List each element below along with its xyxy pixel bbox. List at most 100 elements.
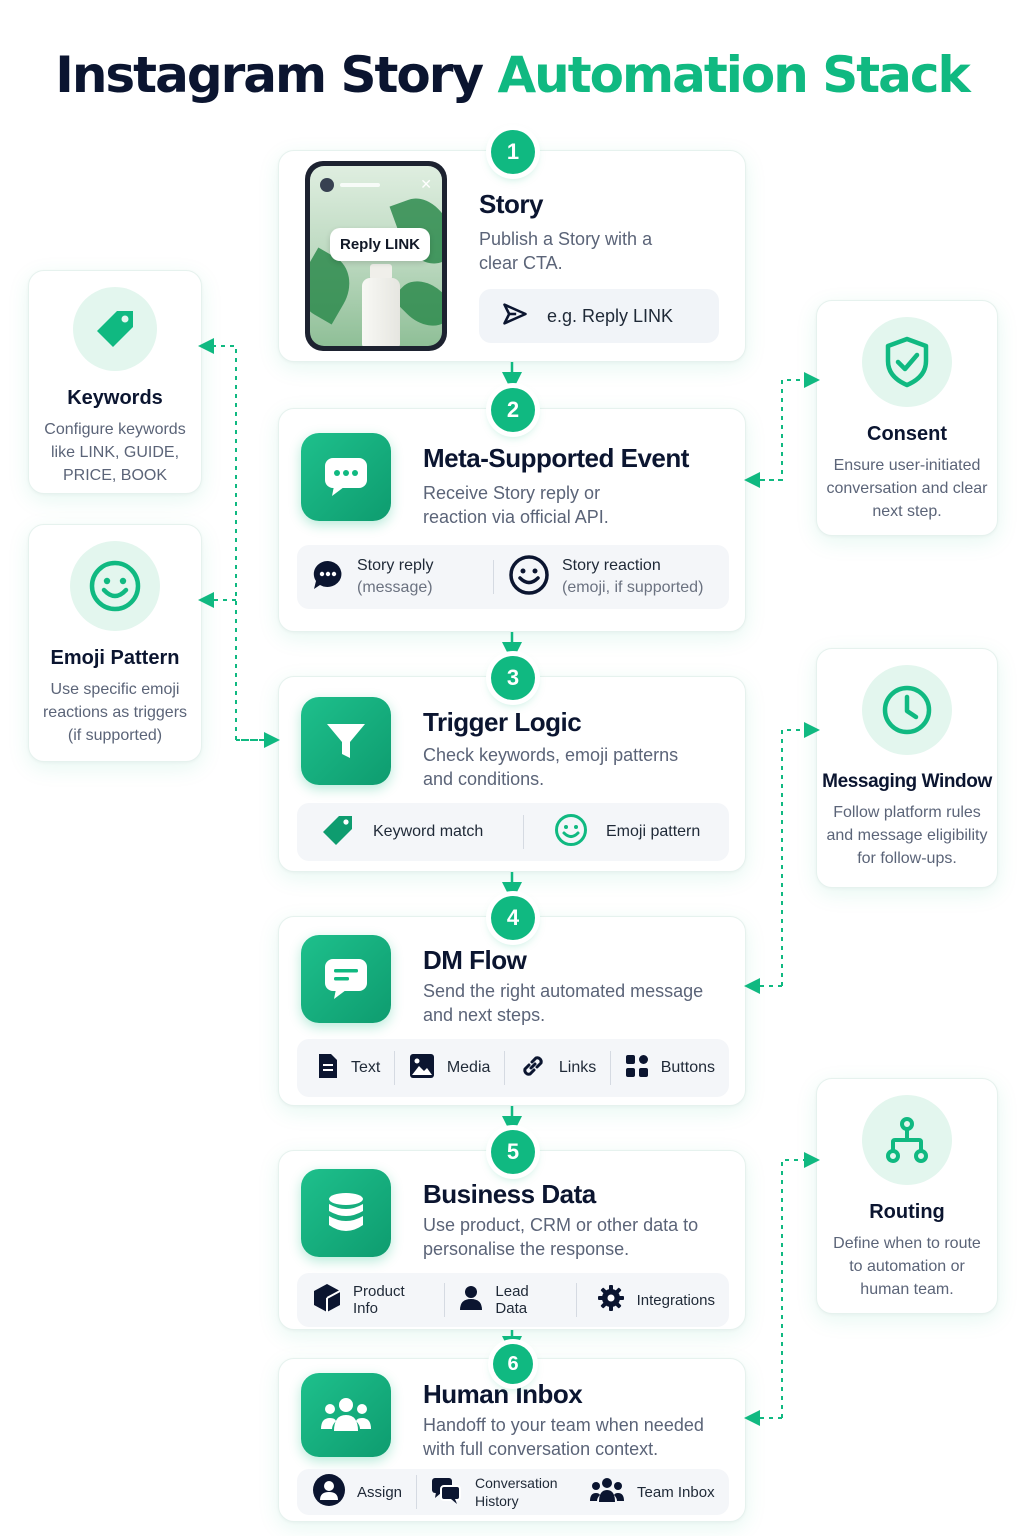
message-icon — [301, 935, 391, 1023]
chip-label: Conversation History — [475, 1475, 558, 1509]
team-icon — [589, 1477, 625, 1507]
side-desc: Use specific emoji reactions as triggers… — [42, 681, 188, 744]
side-desc: Define when to route to automation or hu… — [833, 1235, 981, 1298]
chat-icon — [301, 433, 391, 521]
side-card-keywords: Keywords Configure keywords like LINK, G… — [28, 270, 202, 494]
side-desc: Follow platform rules and message eligib… — [826, 804, 988, 867]
chip-emoji-pattern: Emoji pattern — [524, 813, 714, 852]
close-icon: ✕ — [420, 176, 432, 192]
chip-label: Team Inbox — [637, 1483, 715, 1501]
step-6-badge: 6 — [493, 1344, 533, 1384]
chip-conversation-history: Conversation History — [417, 1474, 575, 1510]
chip-label: Emoji pattern — [606, 823, 701, 840]
smiley-icon — [508, 554, 550, 601]
step-3-strip: Keyword match Emoji pattern — [297, 803, 729, 861]
connector-routing — [781, 1152, 820, 1418]
side-title: Routing — [869, 1201, 945, 1223]
link-icon — [519, 1052, 547, 1085]
send-icon — [501, 300, 529, 333]
side-desc: Ensure user-initiated conversation and c… — [826, 457, 988, 520]
step-2-desc: Receive Story reply or reaction via offi… — [423, 483, 609, 527]
chip-label: Story reaction — [562, 557, 661, 574]
smiley-icon — [70, 541, 160, 631]
cube-icon — [313, 1283, 341, 1317]
story-reply-pill: Reply LINK — [330, 228, 431, 261]
chip-links: Links — [505, 1052, 610, 1085]
chip-label: Links — [558, 1059, 597, 1076]
step-6-card: Human Inbox Handoff to your team when ne… — [278, 1358, 746, 1522]
chip-text: Text — [297, 1052, 394, 1085]
gear-icon — [597, 1284, 625, 1316]
phone-mockup: ✕ Reply LINK — [305, 161, 447, 351]
connector-window — [781, 722, 820, 986]
chip-label: Story reply — [357, 557, 434, 574]
step-5-strip: Product Info Lead Data Integrations — [297, 1273, 729, 1327]
chip-sub: (message) — [357, 579, 433, 596]
step-2-title: Meta-Supported Event — [423, 443, 689, 473]
side-desc: Configure keywords like LINK, GUIDE, PRI… — [44, 421, 186, 484]
side-title: Consent — [867, 423, 947, 445]
chip-label: Text — [351, 1059, 381, 1076]
tag-icon — [73, 287, 157, 371]
step-4-badge: 4 — [491, 896, 535, 940]
step-4-desc: Send the right automated message and nex… — [423, 981, 704, 1025]
chip-label: Keyword match — [373, 823, 484, 840]
step-4-title: DM Flow — [423, 945, 527, 975]
step-6-desc: Handoff to your team when needed with fu… — [423, 1415, 704, 1459]
chip-label: Integrations — [636, 1291, 715, 1309]
people-icon — [301, 1373, 391, 1457]
chip-lead-data: Lead Data — [445, 1283, 575, 1317]
chip-integrations: Integrations — [577, 1284, 729, 1316]
step-2-card: Meta-Supported Event Receive Story reply… — [278, 408, 746, 632]
step-1-badge: 1 — [491, 130, 535, 174]
chip-media: Media — [395, 1053, 505, 1084]
image-icon — [409, 1053, 435, 1084]
step-1-desc: Publish a Story with a clear CTA. — [479, 229, 653, 273]
chip-label: Lead Data — [495, 1283, 529, 1317]
user-icon — [459, 1285, 483, 1315]
connector-keywords — [198, 338, 272, 741]
step-1-card: ✕ Reply LINK Story Publish a Story with … — [278, 150, 746, 362]
step-4-strip: Text Media Links Buttons — [297, 1039, 729, 1097]
shield-check-icon — [862, 317, 952, 407]
side-title: Emoji Pattern — [50, 647, 180, 669]
chip-story-reply: Story reply (message) — [297, 555, 493, 599]
chip-team-inbox: Team Inbox — [575, 1477, 729, 1507]
step-5-badge: 5 — [491, 1130, 535, 1174]
database-icon — [301, 1169, 391, 1257]
chip-buttons: Buttons — [611, 1054, 729, 1083]
example-box: e.g. Reply LINK — [479, 289, 719, 343]
example-text: e.g. Reply LINK — [547, 305, 674, 326]
chip-keyword-match: Keyword match — [297, 813, 523, 852]
step-3-badge: 3 — [491, 656, 535, 700]
chip-label: Buttons — [660, 1059, 715, 1076]
step-2-badge: 2 — [491, 388, 535, 432]
user-circle-icon — [313, 1474, 345, 1510]
side-card-consent: Consent Ensure user-initiated conversati… — [816, 300, 998, 536]
page-title: Instagram Story Automation Stack — [0, 46, 1024, 104]
title-part-2: Automation Stack — [497, 46, 970, 104]
side-title: Keywords — [67, 387, 163, 409]
side-card-emoji-pattern: Emoji Pattern Use specific emoji reactio… — [28, 524, 202, 762]
chat-history-icon — [431, 1477, 462, 1508]
side-title: Messaging Window — [822, 771, 992, 792]
step-2-strip: Story reply (message) Story reaction (emoj… — [297, 545, 729, 609]
chip-product-info: Product Info — [297, 1283, 444, 1317]
routing-icon — [862, 1095, 952, 1185]
title-part-1: Instagram Story — [55, 46, 484, 104]
filter-icon — [301, 697, 391, 785]
clock-icon — [862, 665, 952, 755]
step-3-card: Trigger Logic Check keywords, emoji patt… — [278, 676, 746, 872]
step-5-title: Business Data — [423, 1179, 596, 1209]
step-3-desc: Check keywords, emoji patterns and condi… — [423, 745, 679, 789]
chip-label: Media — [446, 1059, 491, 1076]
step-6-title: Human Inbox — [423, 1379, 583, 1409]
side-card-routing: Routing Define when to route to automati… — [816, 1078, 998, 1314]
smiley-icon — [554, 813, 588, 852]
chip-sub: (emoji, if supported) — [562, 579, 704, 596]
step-5-card: Business Data Use product, CRM or other … — [278, 1150, 746, 1330]
chip-assign: Assign — [297, 1474, 416, 1510]
chip-label: Assign — [357, 1483, 403, 1501]
step-1-title: Story — [479, 189, 543, 219]
chat-bubble-icon — [311, 558, 345, 597]
